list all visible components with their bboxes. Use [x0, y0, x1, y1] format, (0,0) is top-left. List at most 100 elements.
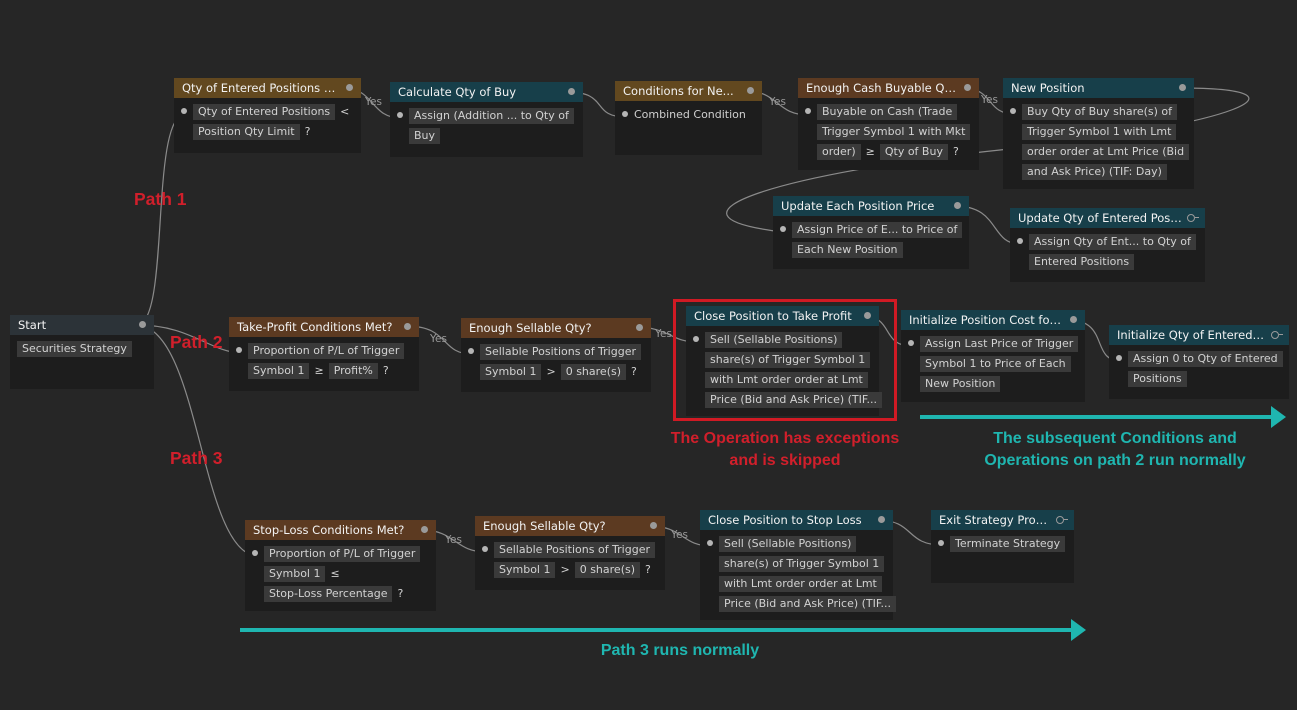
- input-port[interactable]: [1010, 108, 1016, 114]
- output-port[interactable]: [954, 202, 961, 209]
- parameter-chip[interactable]: 0 share(s): [560, 364, 627, 380]
- parameter-chip[interactable]: with Lmt order order at Lmt: [705, 372, 868, 388]
- node-title: Exit Strategy Prog...: [939, 513, 1054, 527]
- node-calculate-qty-of-buy[interactable]: Calculate Qty of Buy Assign (Addition ..…: [390, 82, 583, 157]
- parameter-chip[interactable]: Qty of Entered Positions: [193, 104, 336, 120]
- node-header: Take-Profit Conditions Met?: [229, 317, 419, 337]
- parameter-chip[interactable]: Terminate Strategy: [950, 536, 1066, 552]
- parameter-chip[interactable]: Profit%: [328, 363, 378, 379]
- parameter-chip[interactable]: Trigger Symbol 1 with Lmt: [1022, 124, 1177, 140]
- parameter-chip[interactable]: share(s) of Trigger Symbol 1: [719, 556, 885, 572]
- parameter-chip[interactable]: Symbol 1: [480, 364, 542, 380]
- input-port[interactable]: [181, 108, 187, 114]
- parameter-chip[interactable]: Proportion of P/L of Trigger: [248, 343, 405, 359]
- node-enough-sellable-qty-path2[interactable]: Enough Sellable Qty? Sellable Positions …: [461, 318, 651, 392]
- input-port[interactable]: [938, 540, 944, 546]
- output-port[interactable]: [636, 324, 643, 331]
- parameter-chip[interactable]: Positions: [1128, 371, 1187, 387]
- node-initialize-qty-of-entered[interactable]: Initialize Qty of Entered ... Assign 0 t…: [1109, 325, 1289, 399]
- node-stop-loss-conditions[interactable]: Stop-Loss Conditions Met? Proportion of …: [245, 520, 436, 611]
- node-header: Stop-Loss Conditions Met?: [245, 520, 436, 540]
- parameter-chip[interactable]: Symbol 1 to Price of Each: [920, 356, 1071, 372]
- parameter-chip[interactable]: Assign Price of E... to Price of: [792, 222, 963, 238]
- parameter-chip[interactable]: New Position: [920, 376, 1001, 392]
- subsequent-annotation-line: Operations on path 2 run normally: [984, 452, 1246, 469]
- parameter-chip[interactable]: share(s) of Trigger Symbol 1: [705, 352, 871, 368]
- node-start[interactable]: Start Securities Strategy: [10, 315, 154, 389]
- node-line: Proportion of P/L of Trigger: [264, 544, 428, 564]
- parameter-chip[interactable]: Assign Last Price of Trigger: [920, 336, 1079, 352]
- parameter-chip[interactable]: Sellable Positions of Trigger: [480, 344, 641, 360]
- output-port[interactable]: [346, 84, 353, 91]
- parameter-chip[interactable]: Sell (Sellable Positions): [705, 332, 843, 348]
- output-port[interactable]: [964, 84, 971, 91]
- input-port[interactable]: [1017, 238, 1023, 244]
- parameter-chip[interactable]: Proportion of P/L of Trigger: [264, 546, 421, 562]
- parameter-chip[interactable]: Assign (Addition ... to Qty of: [409, 108, 574, 124]
- input-port[interactable]: [908, 340, 914, 346]
- parameter-chip[interactable]: Sell (Sellable Positions): [719, 536, 857, 552]
- parameter-chip[interactable]: Symbol 1: [494, 562, 556, 578]
- parameter-chip[interactable]: Position Qty Limit: [193, 124, 300, 140]
- parameter-chip[interactable]: Qty of Buy: [879, 144, 948, 160]
- parameter-chip[interactable]: Sellable Positions of Trigger: [494, 542, 655, 558]
- parameter-chip[interactable]: Trigger Symbol 1 with Mkt: [817, 124, 971, 140]
- input-port[interactable]: [805, 108, 811, 114]
- parameter-chip[interactable]: Buy Qty of Buy share(s) of: [1022, 104, 1178, 120]
- parameter-chip[interactable]: Symbol 1: [248, 363, 310, 379]
- output-port[interactable]: [1070, 316, 1077, 323]
- node-update-each-position-price[interactable]: Update Each Position Price Assign Price …: [773, 196, 969, 269]
- parameter-chip[interactable]: Securities Strategy: [17, 341, 132, 357]
- input-port[interactable]: [482, 546, 488, 552]
- operator-symbol: ?: [304, 125, 311, 138]
- input-port[interactable]: [468, 348, 474, 354]
- parameter-chip[interactable]: Buy: [409, 128, 441, 144]
- input-port[interactable]: [622, 111, 628, 117]
- parameter-chip[interactable]: Symbol 1: [264, 566, 326, 582]
- output-port[interactable]: [1179, 84, 1186, 91]
- parameter-chip[interactable]: Entered Positions: [1029, 254, 1135, 270]
- node-conditions-for-new[interactable]: Conditions for Ne... Combined Condition: [615, 81, 762, 155]
- output-port[interactable]: [650, 522, 657, 529]
- parameter-chip[interactable]: order): [817, 144, 861, 160]
- node-exit-strategy-program[interactable]: Exit Strategy Prog... Terminate Strategy: [931, 510, 1074, 583]
- output-port[interactable]: [568, 88, 575, 95]
- input-port[interactable]: [693, 336, 699, 342]
- input-port[interactable]: [252, 550, 258, 556]
- parameter-chip[interactable]: order order at Lmt Price (Bid: [1022, 144, 1190, 160]
- parameter-chip[interactable]: Buyable on Cash (Trade: [817, 104, 958, 120]
- node-close-position-stop-loss[interactable]: Close Position to Stop Loss Sell (Sellab…: [700, 510, 896, 620]
- parameter-chip[interactable]: 0 share(s): [574, 562, 641, 578]
- node-update-qty-of-entered-positions[interactable]: Update Qty of Entered Posi... Assign Qty…: [1010, 208, 1205, 282]
- node-enough-sellable-qty-path3[interactable]: Enough Sellable Qty? Sellable Positions …: [475, 516, 665, 590]
- input-port[interactable]: [1116, 355, 1122, 361]
- input-port[interactable]: [780, 226, 786, 232]
- output-port[interactable]: [421, 526, 428, 533]
- parameter-chip[interactable]: Each New Position: [792, 242, 903, 258]
- node-close-position-take-profit[interactable]: Close Position to Take Profit Sell (Sell…: [686, 306, 882, 416]
- parameter-chip[interactable]: Price (Bid and Ask Price) (TIF...: [719, 596, 896, 612]
- parameter-chip[interactable]: Stop-Loss Percentage: [264, 586, 393, 602]
- output-port[interactable]: [404, 323, 411, 330]
- node-initialize-position-cost[interactable]: Initialize Position Cost for ... Assign …: [901, 310, 1085, 402]
- node-enough-cash-buyable-qty[interactable]: Enough Cash Buyable Qty? Buyable on Cash…: [798, 78, 979, 170]
- parameter-chip[interactable]: Price (Bid and Ask Price) (TIF...: [705, 392, 882, 408]
- node-qty-entered-positions[interactable]: Qty of Entered Positions L... Qty of Ent…: [174, 78, 361, 153]
- end-port-icon[interactable]: [1271, 331, 1283, 339]
- parameter-chip[interactable]: Assign Qty of Ent... to Qty of: [1029, 234, 1196, 250]
- input-port[interactable]: [397, 112, 403, 118]
- output-port[interactable]: [864, 312, 871, 319]
- parameter-chip[interactable]: and Ask Price) (TIF: Day): [1022, 164, 1167, 180]
- end-port-icon[interactable]: [1056, 516, 1068, 524]
- output-port[interactable]: [139, 321, 146, 328]
- output-port[interactable]: [878, 516, 885, 523]
- parameter-chip[interactable]: Assign 0 to Qty of Entered: [1128, 351, 1283, 367]
- parameter-chip[interactable]: with Lmt order order at Lmt: [719, 576, 882, 592]
- output-port[interactable]: [747, 87, 754, 94]
- input-port[interactable]: [707, 540, 713, 546]
- end-port-icon[interactable]: [1187, 214, 1199, 222]
- node-take-profit-conditions[interactable]: Take-Profit Conditions Met? Proportion o…: [229, 317, 419, 391]
- input-port[interactable]: [236, 347, 242, 353]
